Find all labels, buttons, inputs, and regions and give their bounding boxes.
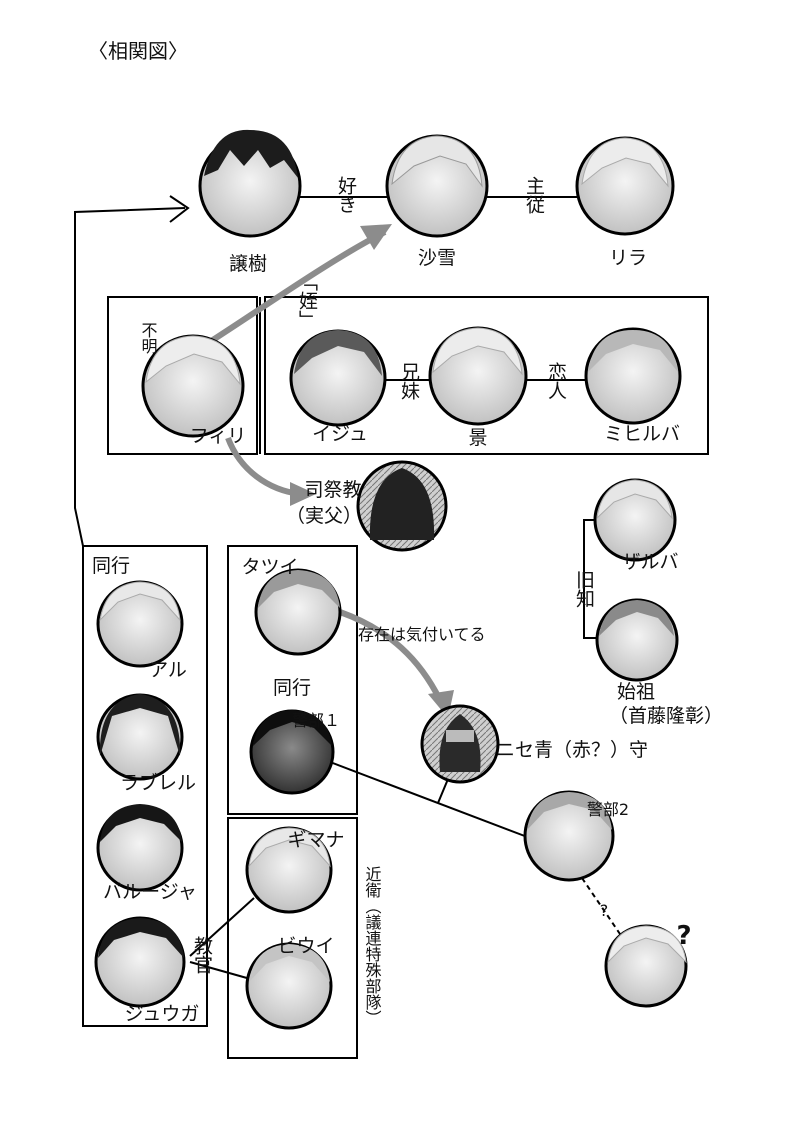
portrait-keibu2 xyxy=(523,790,615,882)
portrait-shisaikyou xyxy=(356,460,448,552)
arrow-fuiri-shisaikyou xyxy=(225,436,301,497)
line-nisesei-down xyxy=(437,778,449,804)
label-mihiruba: ミヒルバ xyxy=(604,423,680,445)
portrait-fuiri xyxy=(141,334,245,438)
label-zaruba: ザルバ xyxy=(621,551,678,573)
rel-kyoudai: 兄妹 xyxy=(398,362,420,400)
tatsui-group-box xyxy=(227,545,358,815)
fuiri-box xyxy=(107,296,258,455)
label-shisaikyou: 司祭教 xyxy=(304,479,361,501)
arrowhead-fuiri-sayuki xyxy=(360,224,392,250)
left-group-box xyxy=(82,545,208,1027)
arrow-tatsui-nisesei xyxy=(338,609,443,702)
label-juuga: ジュウガ xyxy=(125,1003,200,1025)
line-juuga-gimana xyxy=(189,897,255,957)
rel-suki: 好き xyxy=(335,176,357,214)
rel-shuju: 主従 xyxy=(523,176,545,214)
rel-mei: 「姪」 xyxy=(296,272,318,329)
portrait-tatsui xyxy=(254,568,342,656)
portrait-nisesei xyxy=(420,704,500,784)
label-keibu1: 警部１ xyxy=(292,711,340,730)
label-shisaikyou-note: （実父） xyxy=(286,505,362,527)
portrait-iju xyxy=(289,329,387,427)
label-biui: ビウイ xyxy=(277,935,334,957)
label-raburebru: ラブレル xyxy=(120,771,196,794)
portrait-keibu1 xyxy=(249,709,335,795)
label-tatsui: タツイ xyxy=(241,556,298,578)
arrowhead-to-jouju xyxy=(169,195,190,223)
line-left-group-to-jouju xyxy=(74,207,186,547)
arrowhead-fuiri-shisaikyou xyxy=(290,482,316,506)
portrait-mihiruba xyxy=(584,327,682,425)
label-fuiri: フィリ xyxy=(190,425,247,447)
label-unknown-face: ? xyxy=(676,921,691,951)
rel-koibito: 恋人 xyxy=(545,362,567,400)
line-juuga-biui xyxy=(189,961,255,981)
label-rira: リラ xyxy=(609,247,647,269)
rel-kyoukan: 教官 xyxy=(191,936,213,974)
portrait-unknown xyxy=(604,924,688,1008)
label-jouju: 譲樹 xyxy=(229,253,267,275)
portrait-baruja xyxy=(96,804,184,892)
label-keibu2: 警部2 xyxy=(587,800,629,819)
page-title: 〈相関図〉 xyxy=(88,39,188,63)
rel-kyuchi: 旧知 xyxy=(573,570,595,608)
arrow-fuiri-sayuki xyxy=(203,229,387,348)
label-sayuki: 沙雪 xyxy=(418,247,456,269)
label-nisesei: ニセ青（赤？）守 xyxy=(496,739,648,761)
rel-question: ? xyxy=(600,901,609,920)
label-kei: 景 xyxy=(468,427,487,449)
label-gimana: ギマナ xyxy=(287,829,344,851)
rel-sonzai: 存在は気付いてる xyxy=(358,625,486,644)
label-shiso-note: （首藤隆彰） xyxy=(609,705,723,727)
rel-fumei: 不明 xyxy=(139,322,158,355)
portrait-rira xyxy=(575,136,675,236)
line-keibu1-keibu2 xyxy=(329,761,531,839)
portrait-biui xyxy=(245,942,333,1030)
label-baruja: バルージャ xyxy=(103,881,197,903)
line-zaruba-shiso xyxy=(583,519,598,639)
portrait-kei xyxy=(428,326,528,426)
rel-douko-left: 同行 xyxy=(92,555,130,577)
portrait-juuga xyxy=(94,916,186,1008)
label-shiso: 始祖 xyxy=(617,681,655,703)
label-aru: アル xyxy=(149,659,187,681)
portrait-zaruba xyxy=(593,478,677,562)
rel-douko-mid: 同行 xyxy=(273,677,311,699)
portrait-gimana xyxy=(245,826,333,914)
rel-konoe: 近衛（議連特殊部隊） xyxy=(363,866,382,1026)
portrait-raburebru xyxy=(96,693,184,781)
portrait-sayuki xyxy=(385,134,489,238)
konoe-box xyxy=(227,817,358,1059)
line-keibu2-unknown xyxy=(581,877,621,935)
portrait-aru xyxy=(96,580,184,668)
portrait-jouju xyxy=(198,129,302,238)
iju-group-box xyxy=(264,296,709,455)
portrait-shiso xyxy=(595,598,679,682)
label-iju: イジュ xyxy=(312,423,368,445)
